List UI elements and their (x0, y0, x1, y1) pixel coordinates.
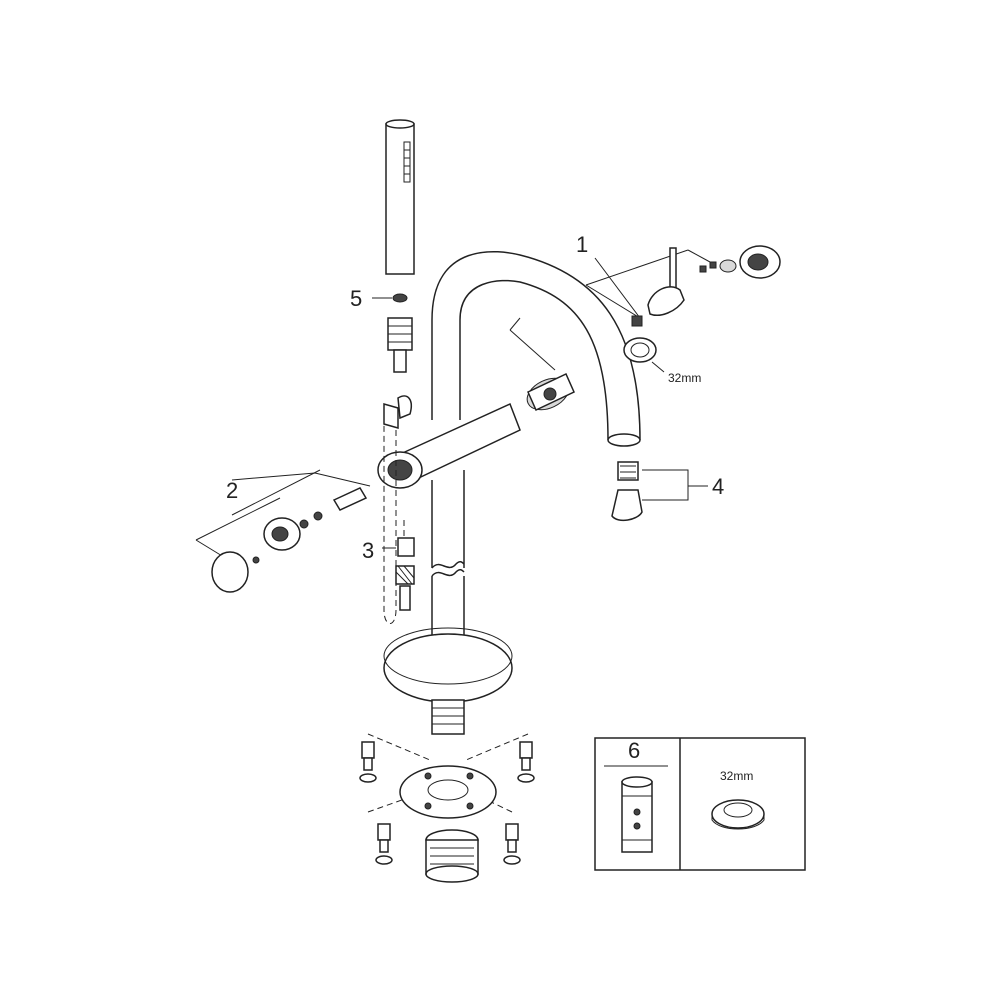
part-5-hand-shower (385, 119, 415, 373)
callout-5: 5 (350, 286, 362, 311)
part-4-aerator-group (611, 461, 708, 522)
inset-size-label: 32mm (720, 769, 753, 783)
callout-3: 3 (362, 538, 374, 563)
part-2-handle-group (195, 469, 371, 593)
mounting-hardware (359, 733, 535, 883)
nut-size-label: 32mm (668, 371, 701, 385)
mixer-body (377, 402, 521, 489)
spare-parts-inset (594, 737, 806, 871)
part-1-lever-group (585, 245, 781, 373)
faucet-spout (431, 250, 641, 447)
callout-4: 4 (712, 474, 724, 499)
faucet-column (431, 470, 465, 660)
callout-1: 1 (576, 232, 588, 257)
floor-base-disc (383, 627, 513, 735)
callout-6: 6 (628, 738, 640, 763)
hand-shower-holder (383, 395, 412, 429)
cartridge (509, 317, 575, 412)
callout-2: 2 (226, 478, 238, 503)
part-3-hose-group (382, 420, 415, 624)
